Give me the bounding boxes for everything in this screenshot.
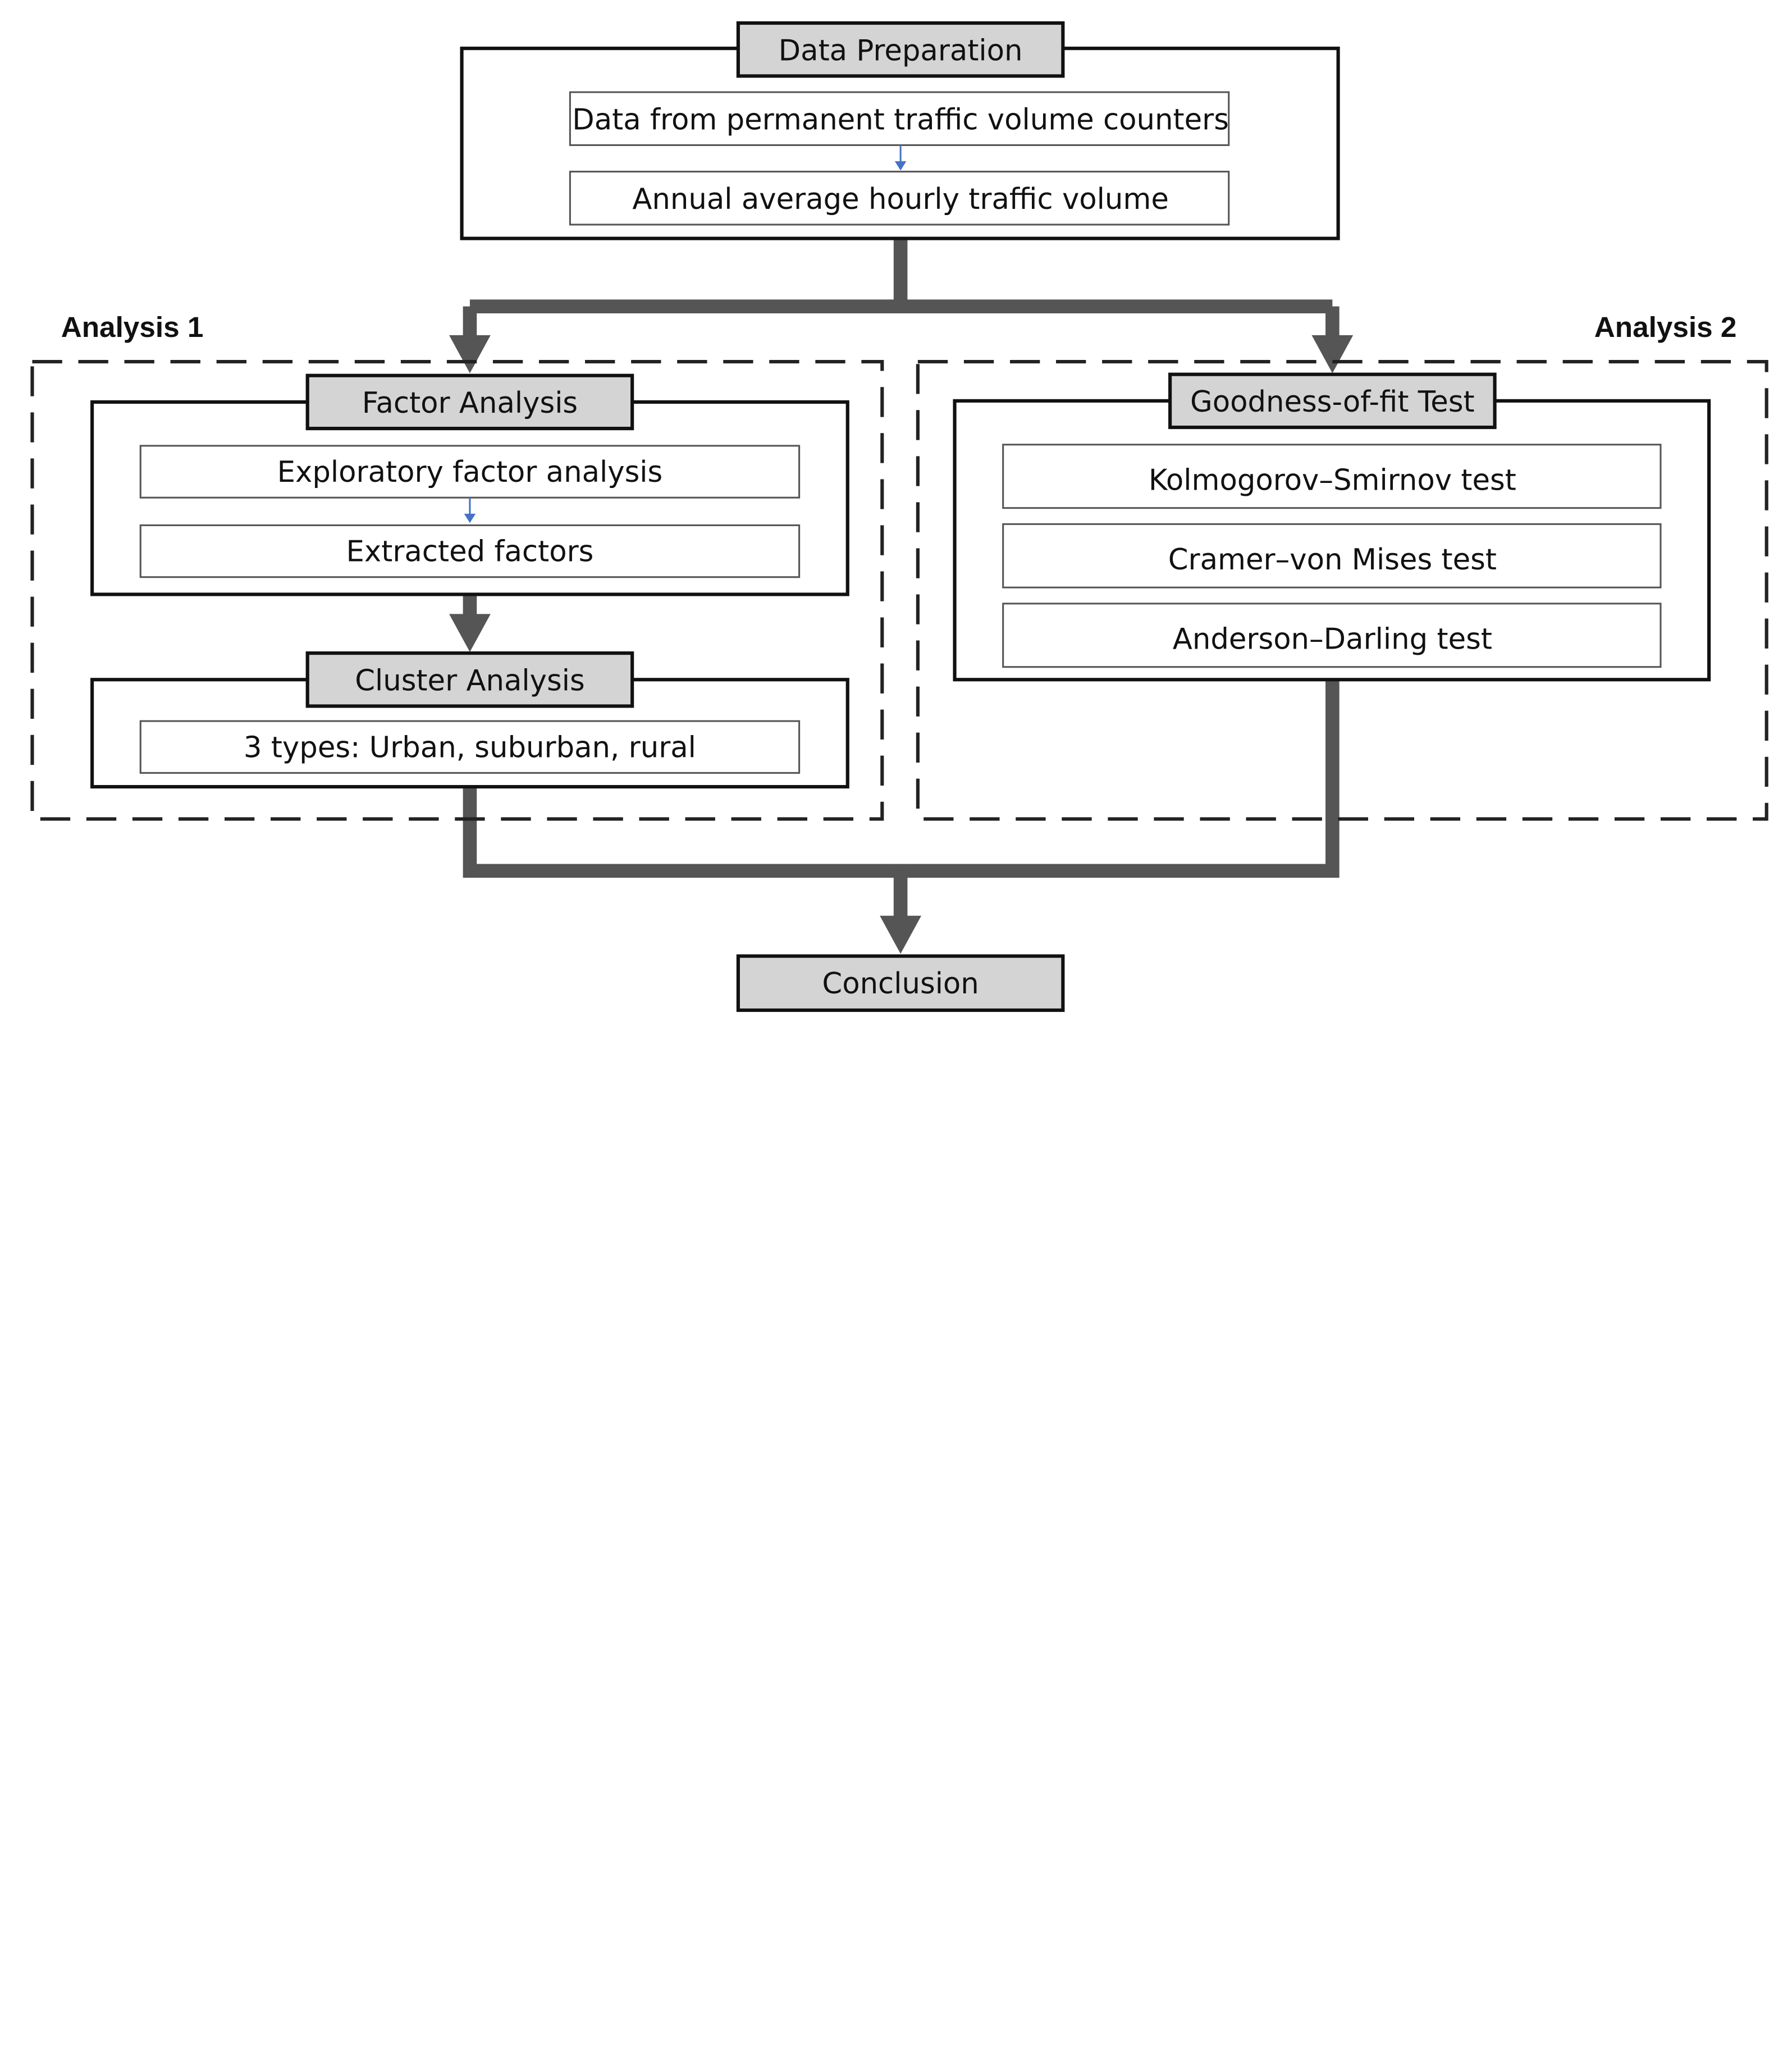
data-prep-step-1: Data from permanent traffic volume count…	[572, 103, 1229, 136]
analysis-2-label: Analysis 2	[1594, 311, 1737, 343]
test-ks: Kolmogorov–Smirnov test	[1149, 463, 1516, 497]
goodness-of-fit-header	[1168, 372, 1497, 430]
conclusion-box	[736, 954, 1065, 1012]
arrow-to-goodness-of-fit	[1311, 335, 1354, 373]
factor-analysis-title: Factor Analysis	[362, 386, 578, 420]
data-preparation-title: Data Preparation	[779, 34, 1023, 67]
cluster-step-1-box	[139, 720, 801, 774]
flow-connectors	[449, 238, 1354, 954]
test-cvm-box	[1002, 523, 1662, 588]
factor-inner-arrow-head	[464, 513, 476, 523]
conclusion-group: Conclusion	[736, 954, 1065, 1012]
analysis-2-dashed-frame	[916, 360, 1768, 821]
arrow-to-cluster-analysis	[449, 614, 491, 653]
arrow-to-conclusion	[880, 915, 922, 954]
data-prep-step-2: Annual average hourly traffic volume	[632, 183, 1169, 216]
test-ad-box	[1002, 603, 1662, 668]
test-cvm: Cramer–von Mises test	[1168, 543, 1497, 577]
conclusion-title: Conclusion	[822, 967, 979, 1001]
test-ks-box	[1002, 444, 1662, 509]
cluster-analysis-header	[305, 651, 634, 708]
analysis-1-dashed-frame	[30, 360, 884, 821]
flow-merge	[463, 679, 1340, 878]
factor-analysis-header	[305, 373, 634, 431]
test-ad: Anderson–Darling test	[1173, 622, 1492, 656]
factor-step-1-box	[139, 445, 801, 499]
factor-step-2-box	[139, 524, 801, 578]
cluster-step-1: 3 types: Urban, suburban, rural	[244, 731, 696, 764]
cluster-analysis-group: Cluster Analysis 3 types: Urban, suburba…	[90, 651, 849, 789]
data-preparation-header	[736, 21, 1065, 78]
cluster-analysis-title: Cluster Analysis	[355, 664, 584, 697]
factor-analysis-group: Factor Analysis Exploratory factor analy…	[90, 373, 849, 596]
factor-step-1: Exploratory factor analysis	[277, 455, 663, 489]
data-prep-step-2-box	[569, 171, 1230, 226]
data-prep-step-1-box	[569, 91, 1230, 147]
data-prep-inner-arrow-head	[894, 161, 907, 171]
analysis-1-label: Analysis 1	[61, 311, 204, 343]
data-preparation-group: Data Preparation Data from permanent tra…	[460, 21, 1340, 240]
factor-step-2: Extracted factors	[346, 535, 593, 569]
arrow-to-factor-analysis	[449, 335, 491, 373]
goodness-of-fit-group: Goodness-of-fit Test Kolmogorov–Smirnov …	[953, 372, 1711, 682]
flowchart-canvas: Data Preparation Data from permanent tra…	[30, 21, 1768, 1012]
analysis-1-section: Analysis 1 Factor Analysis Exploratory f…	[30, 311, 884, 821]
goodness-of-fit-title: Goodness-of-fit Test	[1190, 385, 1475, 419]
analysis-2-section: Analysis 2 Goodness-of-fit Test Kolmogor…	[916, 311, 1768, 821]
